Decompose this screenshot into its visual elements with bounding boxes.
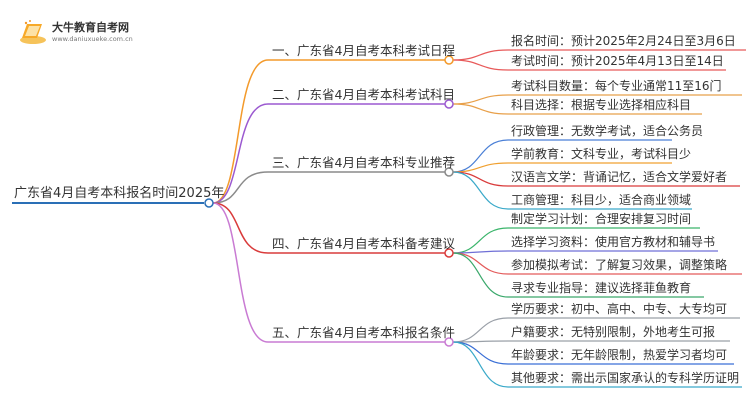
leaf-node[interactable]: 学历要求：初中、高中、中专、大专均可: [511, 302, 728, 316]
leaf-node[interactable]: 考试时间：预计2025年4月13日至14日: [511, 54, 724, 68]
logo-site-url: www.daniuxueke.com.cn: [52, 35, 133, 43]
logo-site-name: 大牛教育自考网: [52, 21, 129, 34]
mindmap-connector: [452, 341, 509, 365]
mindmap-connector: [212, 171, 269, 204]
node-toggle-icon[interactable]: [204, 198, 214, 208]
mindmap-connector: [452, 171, 509, 210]
mindmap-connector: [452, 227, 509, 254]
leaf-node[interactable]: 科目选择：根据专业选择相应科目: [511, 98, 692, 112]
mindmap-connector: [452, 317, 509, 343]
leaf-node[interactable]: 参加模拟考试：了解复习效果，调整策略: [511, 258, 728, 272]
branch-node-2[interactable]: 二、广东省4月自考本科考试科目: [272, 87, 455, 102]
node-toggle-icon[interactable]: [444, 248, 454, 258]
mindmap-connector: [212, 59, 269, 204]
mindmap-connector: [212, 202, 269, 254]
mindmap-connector: [452, 59, 509, 71]
node-toggle-icon[interactable]: [444, 99, 454, 109]
node-toggle-icon[interactable]: [444, 337, 454, 347]
leaf-node[interactable]: 工商管理：科目少，适合商业领域: [511, 193, 692, 207]
leaf-node[interactable]: 选择学习资料：使用官方教材和辅导书: [511, 235, 716, 249]
branch-node-5[interactable]: 五、广东省4月自考本科报名条件: [272, 325, 455, 340]
leaf-node[interactable]: 汉语言文学：背诵记忆，适合文学爱好者: [511, 170, 728, 184]
leaf-node[interactable]: 户籍要求：无特别限制，外地考生可报: [511, 325, 716, 339]
mindmap-connector: [212, 202, 269, 343]
mindmap-connector: [452, 103, 509, 115]
node-toggle-icon[interactable]: [444, 167, 454, 177]
leaf-node[interactable]: 寻求专业指导：建议选择菲鱼教育: [511, 281, 692, 295]
leaf-node[interactable]: 考试科目数量：每个专业通常11至16门: [511, 79, 722, 93]
leaf-node[interactable]: 学前教育：文科专业，考试科目少: [511, 147, 692, 161]
book-logo-icon: [20, 20, 46, 44]
mindmap-connector: [452, 341, 509, 388]
leaf-node[interactable]: 报名时间：预计2025年2月24日至3月6日: [511, 34, 736, 48]
mindmap-connector: [452, 171, 509, 187]
leaf-node[interactable]: 行政管理：无数学考试，适合公务员: [511, 124, 704, 138]
leaf-node[interactable]: 其他要求：需出示国家承认的专科学历证明: [511, 371, 740, 385]
leaf-node[interactable]: 年龄要求：无年龄限制，热爱学习者均可: [511, 348, 728, 362]
root-node[interactable]: 广东省4月自考本科报名时间2025年: [14, 186, 225, 201]
branch-node-1[interactable]: 一、广东省4月自考本科考试日程: [272, 43, 455, 58]
mindmap-connector: [452, 49, 509, 61]
mindmap-connector: [212, 103, 269, 204]
leaf-node[interactable]: 制定学习计划：合理安排复习时间: [511, 212, 692, 226]
mindmap-connector: [452, 94, 509, 105]
mindmap-connector: [452, 252, 509, 298]
branch-node-4[interactable]: 四、广东省4月自考本科备考建议: [272, 236, 455, 251]
site-logo[interactable]: 大牛教育自考网 www.daniuxueke.com.cn: [18, 16, 168, 48]
mindmap-connector: [452, 252, 509, 275]
node-toggle-icon[interactable]: [444, 55, 454, 65]
branch-node-3[interactable]: 三、广东省4月自考本科专业推荐: [272, 155, 455, 170]
